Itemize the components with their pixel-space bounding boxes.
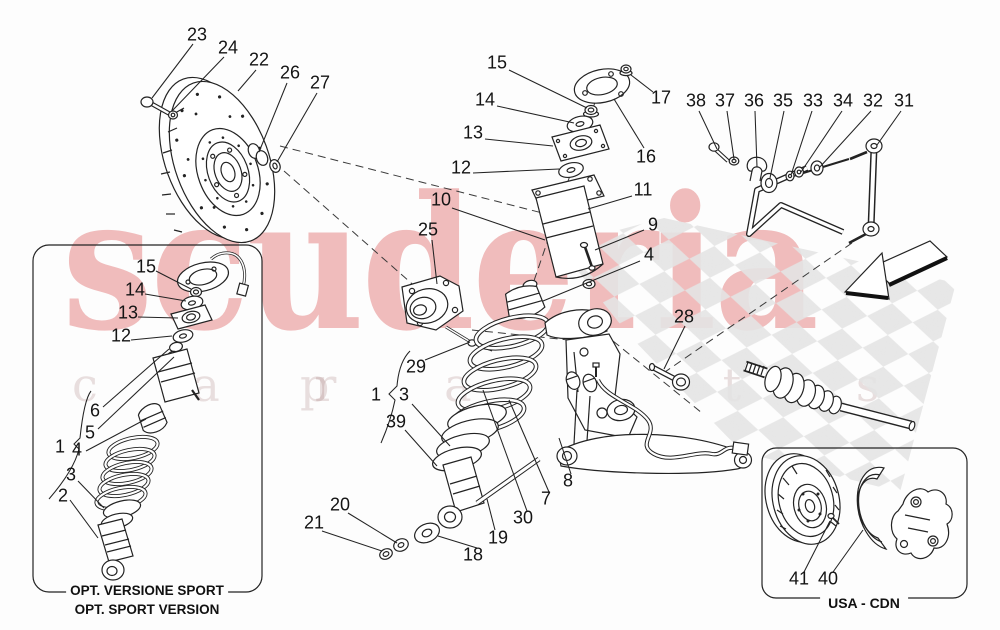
disc-hub <box>195 127 261 217</box>
shield-screw <box>827 512 835 520</box>
callout-5-43: 5 <box>84 422 96 443</box>
callout-21-28: 21 <box>303 512 325 533</box>
wheel-hub <box>401 275 493 352</box>
axle-shaft <box>743 360 916 432</box>
callout-32-22: 32 <box>862 90 884 111</box>
callout-3-26: 3 <box>398 384 410 405</box>
callout-40-37: 40 <box>817 568 839 589</box>
callout-37-17: 37 <box>714 90 736 111</box>
usa-cdn-caption: USA - CDN <box>820 595 908 611</box>
disc-bolt <box>140 96 179 120</box>
callout-36-18: 36 <box>743 90 765 111</box>
callout-24-1: 24 <box>217 37 239 58</box>
callout-25-10: 25 <box>417 219 439 240</box>
callout-2-47: 2 <box>57 485 69 506</box>
bracket-32 <box>810 160 824 176</box>
group-brace-sport <box>48 390 92 500</box>
callout-12-41: 12 <box>110 325 132 346</box>
callout-13-7: 13 <box>462 122 484 143</box>
callout-11-13: 11 <box>633 179 653 200</box>
caption-line-italian: OPT. VERSIONE SPORT <box>70 583 224 598</box>
callout-1-25: 1 <box>370 384 382 405</box>
callout-7-33: 7 <box>540 488 552 509</box>
callout-15-5: 15 <box>486 52 508 73</box>
group-brace-main <box>380 350 411 444</box>
callout-1-44: 1 <box>54 436 66 457</box>
usa-brake-disc <box>764 453 841 545</box>
callout-33-20: 33 <box>802 90 824 111</box>
callout-14-6: 14 <box>474 89 496 110</box>
callout-35-19: 35 <box>772 90 794 111</box>
callout-16-12: 16 <box>635 146 657 167</box>
callout-30-32: 30 <box>512 507 534 528</box>
brake-disc <box>158 76 276 244</box>
pin-9 <box>583 246 594 268</box>
usa-knuckle <box>890 488 953 560</box>
callout-14-39: 14 <box>124 279 146 300</box>
direction-arrow-icon <box>843 240 949 300</box>
sport-version-caption: OPT. VERSIONE SPORT OPT. SPORT VERSION <box>66 582 228 620</box>
top-mount-flange <box>573 64 633 104</box>
watermark-word-car: c a r <box>72 358 377 412</box>
disc-rim-slots <box>160 107 185 233</box>
nut-21 <box>379 548 393 560</box>
callout-28-35: 28 <box>673 306 695 327</box>
callout-31-23: 31 <box>893 90 915 111</box>
callout-34-21: 34 <box>832 90 854 111</box>
callout-17-11: 17 <box>650 87 672 108</box>
shock-absorber-lower <box>379 403 541 560</box>
callout-22-2: 22 <box>248 49 270 70</box>
bush-18 <box>414 522 440 544</box>
sport-version-box <box>32 244 263 593</box>
callout-39-27: 39 <box>385 411 407 432</box>
bushing-35 <box>760 172 778 194</box>
small-screw <box>592 362 600 368</box>
callout-12-8: 12 <box>450 157 472 178</box>
callout-26-3: 26 <box>279 62 301 83</box>
callout-3-46: 3 <box>65 464 77 485</box>
cable-connector <box>731 441 750 456</box>
callout-13-40: 13 <box>117 302 139 323</box>
callout-27-4: 27 <box>309 72 331 93</box>
stabilizer-link-31 <box>848 138 883 245</box>
callout-38-16: 38 <box>685 90 707 111</box>
callout-4-15: 4 <box>643 244 655 265</box>
toe-link-bushes <box>565 371 598 393</box>
callout-8-34: 8 <box>562 470 574 491</box>
callout-41-36: 41 <box>788 568 810 589</box>
washer-33 <box>785 170 795 182</box>
bolt-28 <box>648 362 691 391</box>
usa-cdn-box <box>761 447 968 599</box>
callout-9-14: 9 <box>647 214 659 235</box>
dust-shield <box>856 466 888 551</box>
washer-20 <box>393 538 409 552</box>
shock-absorber-upper <box>504 174 605 320</box>
hose-fitting <box>236 282 250 297</box>
callout-19-31: 19 <box>487 527 509 548</box>
washer-34 <box>793 166 804 178</box>
nut-17 <box>620 64 632 74</box>
hub-spacer <box>247 143 281 173</box>
callout-6-42: 6 <box>89 400 101 421</box>
callout-10-9: 10 <box>430 189 452 210</box>
upper-mount-stack <box>551 104 610 179</box>
callout-15-38: 15 <box>135 256 157 277</box>
callout-20-29: 20 <box>329 494 351 515</box>
caption-line-english: OPT. SPORT VERSION <box>74 601 220 617</box>
stabilizer-bar-group <box>708 138 883 245</box>
callout-4-45: 4 <box>71 439 83 460</box>
abs-sensor-cable <box>596 378 750 460</box>
callout-29-24: 29 <box>405 356 427 377</box>
leader-lines <box>48 43 902 573</box>
callout-23-0: 23 <box>186 24 208 45</box>
bump-stop <box>504 285 546 320</box>
callout-18-30: 18 <box>462 544 484 565</box>
